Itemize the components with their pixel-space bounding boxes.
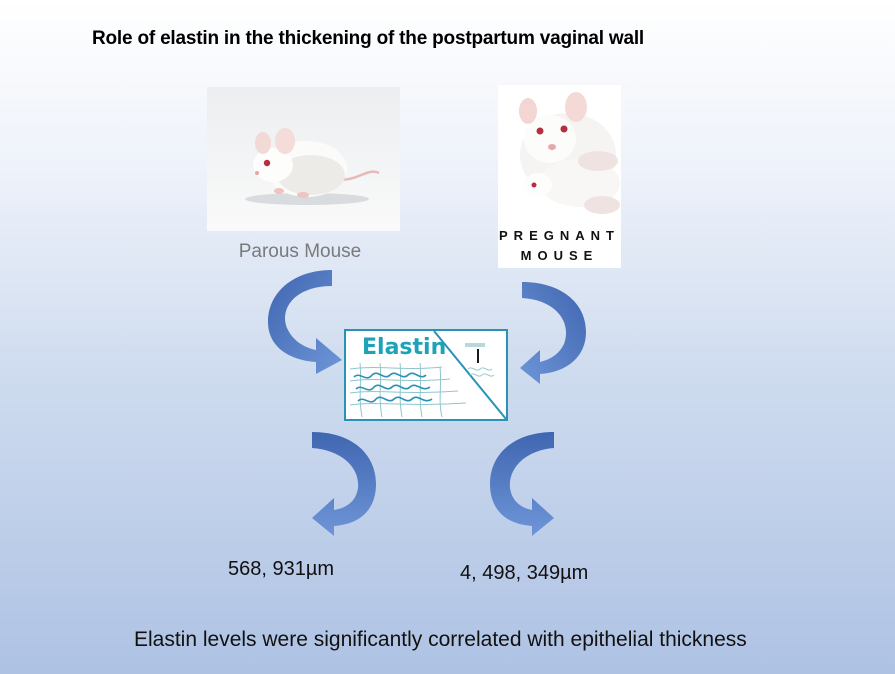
pregnant-mouse-image <box>519 92 620 214</box>
diagram-title: Role of elastin in the thickening of the… <box>92 28 644 49</box>
conclusion-text: Elastin levels were significantly correl… <box>134 628 747 651</box>
pregnant-mouse-caption: PREGNANT MOUSE <box>498 226 621 266</box>
arrow-parous-to-elastin <box>268 270 342 374</box>
arrow-elastin-to-pregnant-result <box>490 432 554 536</box>
elastin-panel: Elastin <box>344 329 508 421</box>
arrow-elastin-to-parous-result <box>312 432 376 536</box>
elastin-label: Elastin <box>362 335 447 360</box>
parous-mouse-image <box>207 87 400 231</box>
parous-mouse-caption: Parous Mouse <box>238 241 362 262</box>
arrow-pregnant-to-elastin <box>520 282 586 384</box>
pregnant-thickness-value: 4, 498, 349µm <box>460 562 589 584</box>
pregnant-caption-line1: PREGNANT <box>499 228 620 243</box>
pregnant-caption-line2: MOUSE <box>520 248 599 263</box>
pregnant-mouse-card: PREGNANT MOUSE <box>498 85 621 268</box>
elastin-fiber-illustration <box>349 331 506 419</box>
parous-thickness-value: 568, 931µm <box>228 558 335 580</box>
